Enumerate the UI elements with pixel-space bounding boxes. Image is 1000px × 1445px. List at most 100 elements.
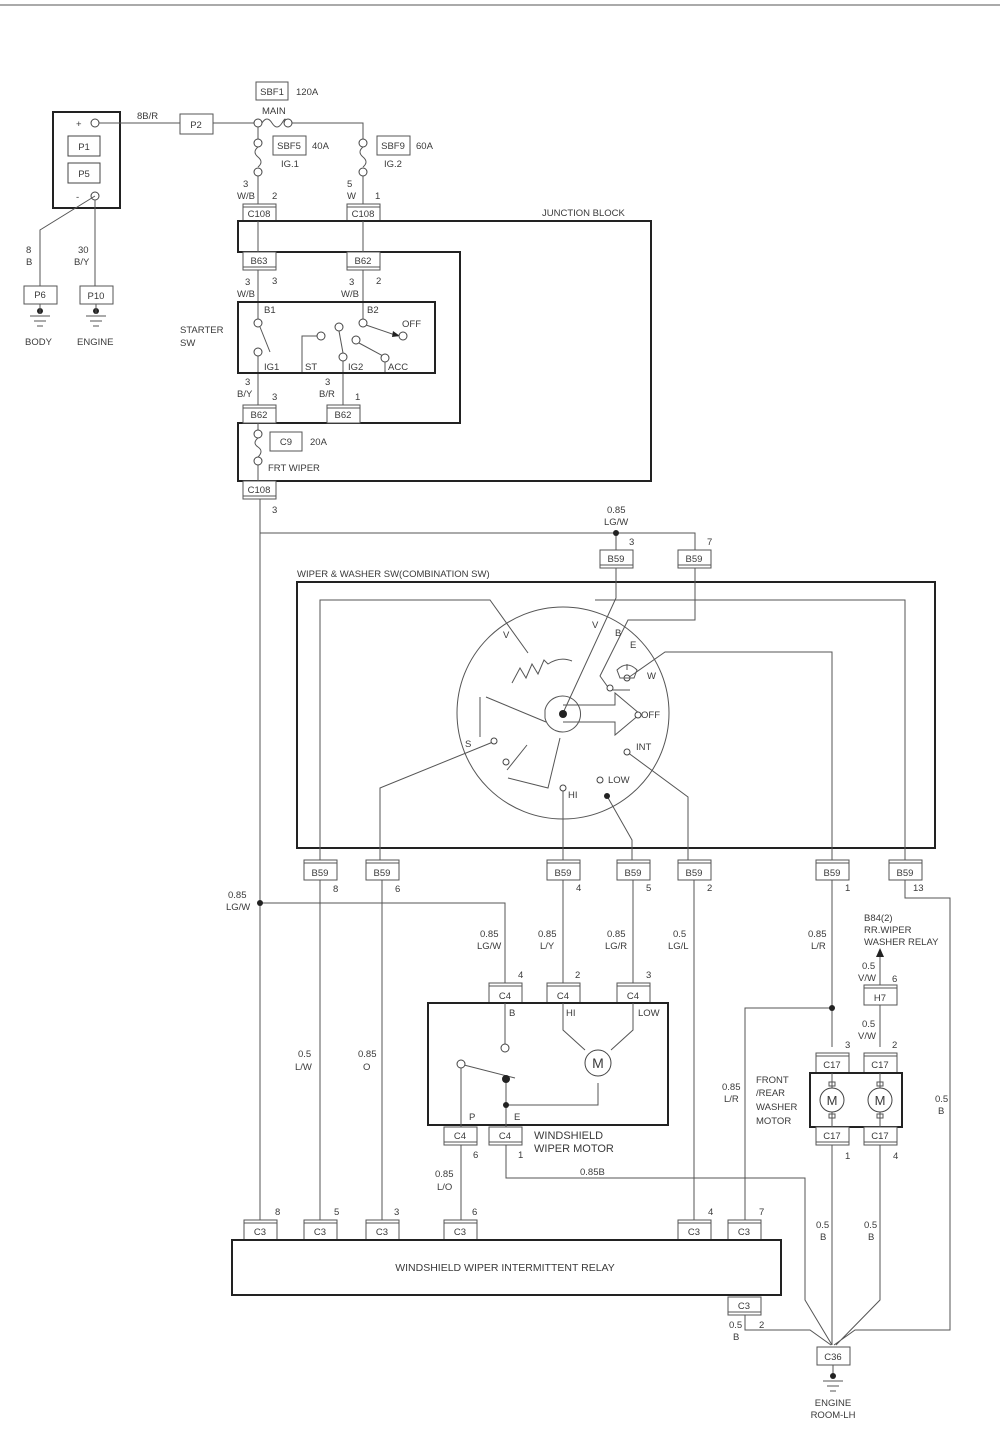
battery: + P1 P5 - [52, 111, 121, 209]
diagram-label: 4 [518, 970, 523, 981]
diagram-label: 5 [334, 1207, 339, 1218]
diagram-label: C108 [352, 209, 375, 220]
diagram-label: FRT WIPER [268, 463, 320, 474]
diagram-label: C9 [280, 437, 292, 448]
connector-c17: C17 [863, 1126, 898, 1146]
ground-icon [86, 304, 106, 327]
starter-switch [237, 301, 436, 374]
fuse-rating: 40A [312, 141, 330, 152]
diagram-label: 4 [576, 883, 581, 894]
diagram-label: L/W [295, 1062, 312, 1073]
diagram-label: 0.5 [673, 929, 686, 940]
motor-icon: M [584, 1049, 612, 1077]
diagram-label: C17 [823, 1060, 840, 1071]
diagram-label: LG/R [605, 941, 627, 952]
diagram-label: 8 [26, 245, 31, 256]
diagram-label: P [469, 1112, 475, 1123]
starter-label: STARTER [180, 325, 224, 336]
diagram-label: 3 [325, 377, 330, 388]
diagram-label: INT [636, 742, 652, 753]
diagram-label: B59 [686, 868, 703, 879]
connector-b62: B62 [242, 404, 277, 424]
diagram-label: C3 [314, 1227, 326, 1238]
diagram-label: 2 [272, 191, 277, 202]
connector-c108: C108 [242, 480, 277, 500]
diagram-label: 1 [518, 1150, 523, 1161]
diagram-label: 5 [347, 179, 352, 190]
fuse-rating: 120A [296, 87, 319, 98]
diagram-label: 3 [646, 970, 651, 981]
diagram-label: 0.5 [862, 961, 875, 972]
diagram-label: ACC [388, 362, 408, 373]
diagram-label: 0.85 [722, 1082, 741, 1093]
diagram-label: 6 [395, 884, 400, 895]
connector-c4: C4 [443, 1126, 478, 1146]
diagram-label: M [827, 1093, 838, 1108]
diagram-label: 3 [245, 377, 250, 388]
diagram-label: 0.85 [607, 929, 626, 940]
diagram-label: 0.5 [862, 1019, 875, 1030]
diagram-label: 6 [472, 1207, 477, 1218]
diagram-label: 3 [272, 505, 277, 516]
diagram-label: WIPER MOTOR [534, 1143, 614, 1155]
fuse-sbf5-element [254, 146, 262, 168]
connector-p10: P10 [79, 285, 114, 305]
connector-b59: B59 [303, 859, 338, 881]
diagram-label: 0.85 [808, 929, 827, 940]
diagram-label: 1 [355, 392, 360, 403]
diagram-label: 3 [272, 276, 277, 287]
diagram-label: C4 [499, 991, 511, 1002]
wire-label: 8B/R [137, 111, 158, 122]
diagram-label: B62 [355, 256, 372, 267]
diagram-label: B [733, 1332, 739, 1343]
connector-b59: B59 [599, 549, 634, 569]
diagram-label: 2 [759, 1320, 764, 1331]
diagram-label: 0.5 [729, 1320, 742, 1331]
diagram-label: C4 [454, 1131, 466, 1142]
diagram-label: W/B [341, 289, 359, 300]
windshield-wiper-motor [427, 1002, 669, 1126]
diagram-label: L/R [724, 1094, 739, 1105]
diagram-label: L/O [437, 1182, 452, 1193]
diagram-label: H7 [874, 993, 886, 1004]
diagram-label: LG/L [668, 941, 689, 952]
fuse-name: MAIN [262, 106, 286, 117]
diagram-label: B59 [897, 868, 914, 879]
diagram-label: 3 [243, 179, 248, 190]
combination-switch-label: WIPER & WASHER SW(COMBINATION SW) [297, 569, 490, 580]
diagram-label: LG/W [477, 941, 501, 952]
connector-c3: C3 [443, 1219, 478, 1241]
connector-b62: B62 [326, 404, 361, 424]
fuse-sbf5: SBF5 [272, 135, 307, 156]
diagram-label: SBF9 [381, 141, 405, 152]
diagram-label: 30 [78, 245, 89, 256]
connector-c17: C17 [863, 1052, 898, 1074]
connector-c3: C3 [303, 1219, 338, 1241]
connector-b62: B62 [346, 251, 381, 271]
diagram-label: C3 [376, 1227, 388, 1238]
diagram-label: B62 [335, 410, 352, 421]
diagram-label: 0.5 [816, 1220, 829, 1231]
diagram-label: C4 [627, 991, 639, 1002]
diagram-label: 0.85 [228, 890, 247, 901]
diagram-label: ST [305, 362, 317, 373]
diagram-label: C3 [738, 1227, 750, 1238]
connector-c36: C36 [816, 1346, 851, 1366]
diagram-label: 0.85 [358, 1049, 377, 1060]
diagram-label: ENGINE [815, 1398, 851, 1409]
diagram-label: O [363, 1062, 370, 1073]
diagram-label: 7 [707, 537, 712, 548]
minus-sign: - [76, 192, 79, 203]
diagram-label: 8 [333, 884, 338, 895]
diagram-label: B [938, 1106, 944, 1117]
combination-switch [296, 581, 936, 849]
diagram-label: W/B [237, 289, 255, 300]
diagram-label: 3 [629, 537, 634, 548]
diagram-label: B [26, 257, 32, 268]
diagram-label: B59 [374, 868, 391, 879]
diagram-label: 3 [394, 1207, 399, 1218]
junction-block-label: JUNCTION BLOCK [542, 208, 626, 219]
diagram-label: V/W [858, 973, 876, 984]
p1-label: P1 [78, 142, 90, 153]
diagram-label: OFF [641, 710, 660, 721]
